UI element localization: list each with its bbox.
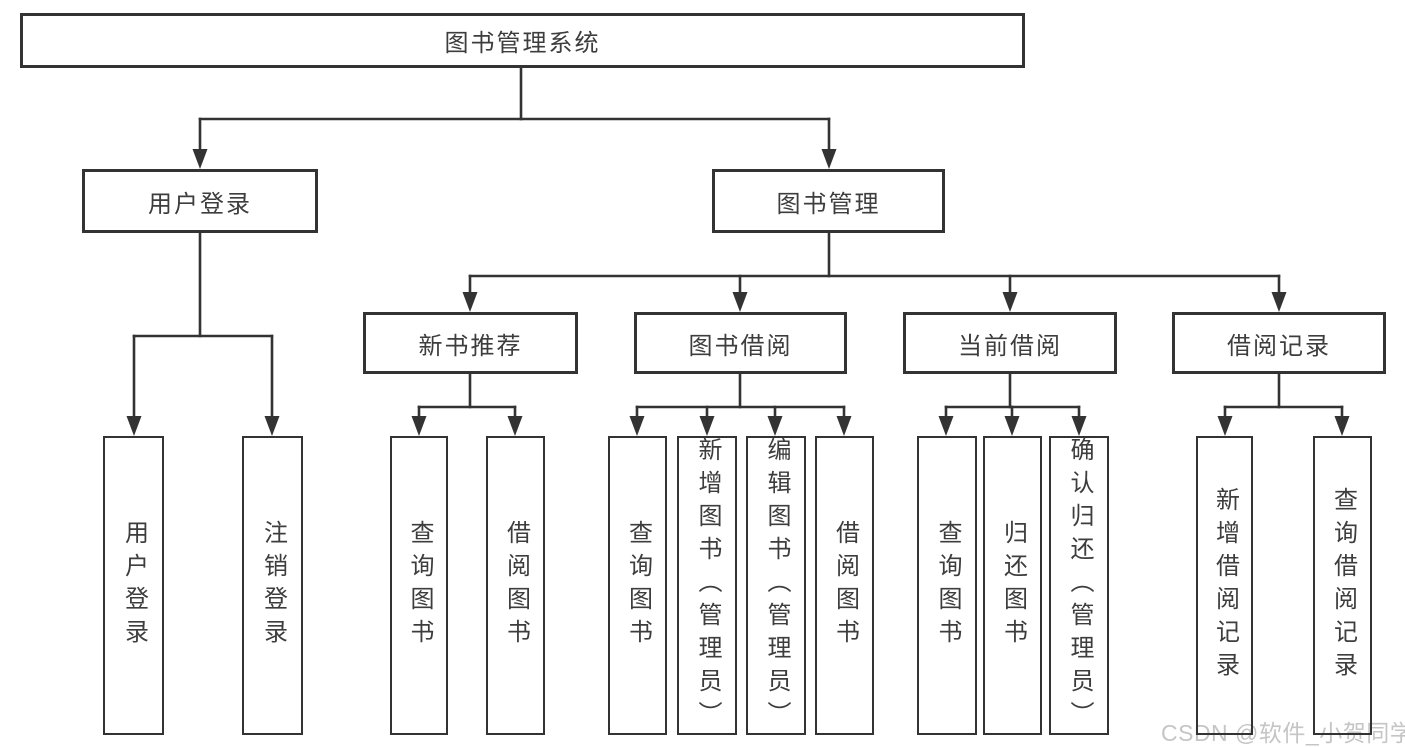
leaf-logout: 注销登录	[242, 436, 303, 735]
leaf-label: 查询图书	[624, 519, 652, 652]
leaf-add-borrow-record: 新增借阅记录	[1196, 436, 1253, 735]
connector-user-login-to-leaves	[126, 231, 280, 436]
leaf-label: 查询借阅记录	[1329, 486, 1357, 685]
leaf-label: 归还图书	[999, 519, 1027, 652]
node-label: 用户登录	[148, 190, 252, 218]
leaf-label: 借阅图书	[831, 519, 859, 652]
leaf-add-books-admin: 新增图书（管理员）	[677, 436, 737, 735]
connector-root-to-level2	[192, 66, 837, 169]
node-book-management: 图书管理	[712, 169, 945, 233]
connector-current-borrow-to-leaves	[938, 372, 1087, 436]
leaf-label: 查询图书	[406, 519, 433, 652]
node-label: 图书借阅	[688, 332, 793, 360]
node-label: 新书推荐	[418, 332, 523, 360]
node-label: 当前借阅	[958, 332, 1062, 360]
leaf-confirm-return-admin: 确认归还（管理员）	[1049, 436, 1109, 735]
node-book-borrow: 图书借阅	[634, 312, 847, 374]
leaf-label: 查询图书	[934, 519, 961, 652]
leaf-borrow-books-recommend: 借阅图书	[486, 436, 545, 735]
leaf-query-books-current: 查询图书	[917, 436, 977, 735]
leaf-query-borrow-record: 查询借阅记录	[1313, 436, 1372, 735]
leaf-borrow-books: 借阅图书	[815, 436, 874, 735]
leaf-label: 新增借阅记录	[1211, 486, 1239, 685]
node-user-login: 用户登录	[82, 169, 318, 233]
leaf-label: 编辑图书（管理员）	[763, 437, 790, 734]
leaf-label: 借阅图书	[502, 519, 530, 652]
leaf-user-login: 用户登录	[103, 436, 164, 735]
node-label: 借阅记录	[1227, 332, 1331, 360]
connector-book-management-to-level3	[462, 230, 1287, 312]
leaf-label: 注销登录	[259, 519, 287, 652]
node-borrow-records: 借阅记录	[1172, 312, 1386, 374]
leaf-label: 确认归还（管理员）	[1066, 437, 1093, 734]
leaf-query-books-borrow: 查询图书	[608, 436, 667, 735]
leaf-query-books-recommend: 查询图书	[390, 436, 448, 735]
leaf-label: 新增图书（管理员）	[694, 437, 721, 734]
node-root-system: 图书管理系统	[20, 13, 1025, 68]
connector-borrow-records-to-leaves	[1217, 372, 1350, 436]
node-label: 图书管理系统	[444, 30, 601, 57]
node-new-book-recommend: 新书推荐	[363, 312, 578, 374]
node-label: 图书管理	[776, 190, 881, 218]
connector-book-borrow-to-leaves	[629, 372, 852, 436]
node-current-borrow: 当前借阅	[903, 312, 1117, 374]
leaf-label: 用户登录	[120, 519, 148, 652]
leaf-return-books: 归还图书	[983, 436, 1042, 735]
connector-new-book-recommend-to-leaves	[411, 372, 523, 436]
leaf-edit-books-admin: 编辑图书（管理员）	[746, 436, 806, 735]
